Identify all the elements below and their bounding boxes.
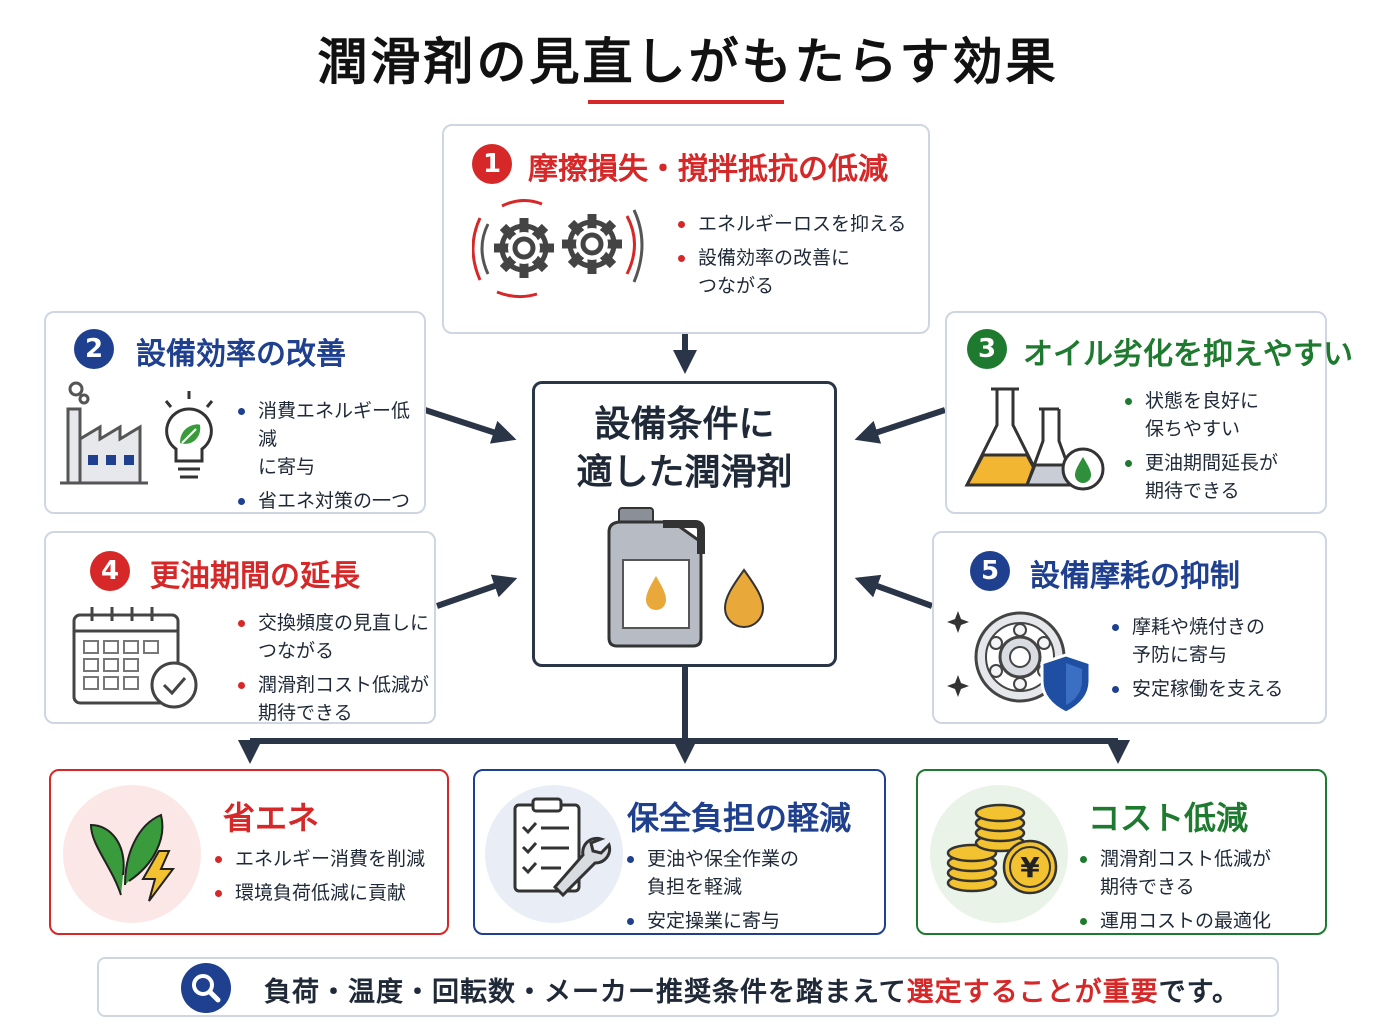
bullet-item: 交換頻度の見直しに つながる: [236, 609, 434, 665]
bottom-title: 省エネ: [223, 799, 320, 837]
bullet-item: 設備効率の改善に つながる: [676, 244, 926, 300]
center-lubricant-box: 設備条件に 適した潤滑剤: [532, 381, 837, 667]
bottom-maintenance-reduction: 保全負担の軽減 更油や保全作業の 負担を軽減 安定操業に寄与: [473, 769, 886, 935]
bullet-item: 運用コストの最適化: [1078, 907, 1324, 935]
yen-symbol: ¥: [1020, 851, 1040, 884]
bullet-item: 更油期間延長が 期待できる: [1123, 449, 1323, 505]
eco-bulb-icon: [164, 391, 214, 479]
card-friction-reduction: 1 摩擦損失・撹拌抵抗の低減 エネルギーロスを抑える 設備効率の改善に つながる: [442, 124, 930, 334]
bullet-item: 潤滑剤コスト低減が 期待できる: [1078, 845, 1324, 901]
footer-text: 負荷・温度・回転数・メーカー推奨条件を踏まえて選定することが重要です。: [264, 970, 1240, 1009]
bottom-cost-reduction: ¥ コスト低減 潤滑剤コスト低減が 期待できる 運用コストの最適化: [916, 769, 1327, 935]
number-badge: 3: [967, 329, 1007, 369]
bullet-list: 状態を良好に 保ちやすい 更油期間延長が 期待できる: [1123, 387, 1323, 511]
bullet-list: エネルギー消費を削減 環境負荷低減に貢献: [213, 845, 449, 913]
checklist-wrench-icon: [513, 797, 612, 898]
bullet-item: エネルギー消費を削減: [213, 845, 449, 873]
calendar-check-icon: [72, 607, 198, 709]
bullet-item: 省エネ対策の一つ: [236, 487, 422, 515]
coins-yen-icon: ¥: [946, 803, 1058, 895]
bullet-list: エネルギーロスを抑える 設備効率の改善に つながる: [676, 210, 926, 306]
card-title: 摩擦損失・撹拌抵抗の低減: [528, 152, 888, 187]
bullet-list: 更油や保全作業の 負担を軽減 安定操業に寄与: [625, 845, 883, 941]
bottom-energy-saving: 省エネ エネルギー消費を削減 環境負荷低減に貢献: [49, 769, 449, 935]
bullet-list: 潤滑剤コスト低減が 期待できる 運用コストの最適化: [1078, 845, 1324, 941]
card-title: オイル劣化を抑えやすい: [1023, 337, 1353, 372]
card-oil-degradation: 3 オイル劣化を抑えやすい 状態を良好に 保ちやすい 更油期間延長が 期待できる: [945, 311, 1353, 514]
footer-prefix: 負荷・温度・回転数・メーカー推奨条件を踏まえて: [264, 977, 907, 1008]
bullet-list: 交換頻度の見直しに つながる 潤滑剤コスト低減が 期待できる: [236, 609, 434, 733]
oil-can-icon: [607, 507, 765, 648]
card-oil-change-interval: 4 更油期間の延長 交換頻度の見直しに つながる 潤滑剤コスト低減が 期待できる: [44, 531, 436, 724]
number-badge: 2: [74, 329, 114, 369]
bullet-item: 更油や保全作業の 負担を軽減: [625, 845, 883, 901]
title-underline: [588, 100, 784, 104]
footer-highlight: 選定することが重要: [906, 977, 1159, 1008]
bottom-title: コスト低減: [1088, 799, 1249, 837]
card-wear-suppression: 5 設備摩耗の抑制 摩耗や焼付きの 予防に寄与 安定稼働を支える: [932, 531, 1327, 724]
page-title: 潤滑剤の見直しがもたらす効果: [317, 33, 1059, 91]
bullet-list: 摩耗や焼付きの 予防に寄与 安定稼働を支える: [1110, 613, 1325, 709]
number-badge: 5: [970, 551, 1010, 591]
search-icon: [181, 963, 231, 1013]
card-title: 設備効率の改善: [136, 337, 346, 372]
card-title: 更油期間の延長: [150, 559, 360, 594]
number-badge: 1: [472, 144, 512, 184]
card-title: 設備摩耗の抑制: [1030, 559, 1240, 594]
bullet-item: 安定稼働を支える: [1110, 675, 1325, 703]
bullet-item: 潤滑剤コスト低減が 期待できる: [236, 671, 434, 727]
center-title-line1: 設備条件に: [594, 404, 775, 445]
bullet-item: 安定操業に寄与: [625, 907, 883, 935]
bullet-item: 消費エネルギー低減 に寄与: [236, 397, 422, 481]
factory-icon: [60, 381, 148, 485]
bullet-item: 状態を良好に 保ちやすい: [1123, 387, 1323, 443]
bullet-list: 消費エネルギー低減 に寄与 省エネ対策の一つ: [236, 397, 422, 521]
bottom-title: 保全負担の軽減: [627, 799, 852, 837]
bullet-item: エネルギーロスを抑える: [676, 210, 926, 238]
bullet-item: 摩耗や焼付きの 予防に寄与: [1110, 613, 1325, 669]
bearing-shield-icon: [947, 611, 1092, 715]
center-title-line2: 適した潤滑剤: [576, 452, 793, 493]
bullet-item: 環境負荷低減に貢献: [213, 879, 449, 907]
flask-icon: [964, 387, 1105, 491]
footer-suffix: です。: [1158, 977, 1240, 1008]
footer-note: [97, 957, 1279, 1017]
gears-icon: [472, 199, 644, 299]
card-equipment-efficiency: 2 設備効率の改善 消費エネルギー低減 に寄与 省エネ対策の一つ: [44, 311, 426, 514]
leaf-bolt-icon: [89, 813, 175, 902]
number-badge: 4: [90, 551, 130, 591]
